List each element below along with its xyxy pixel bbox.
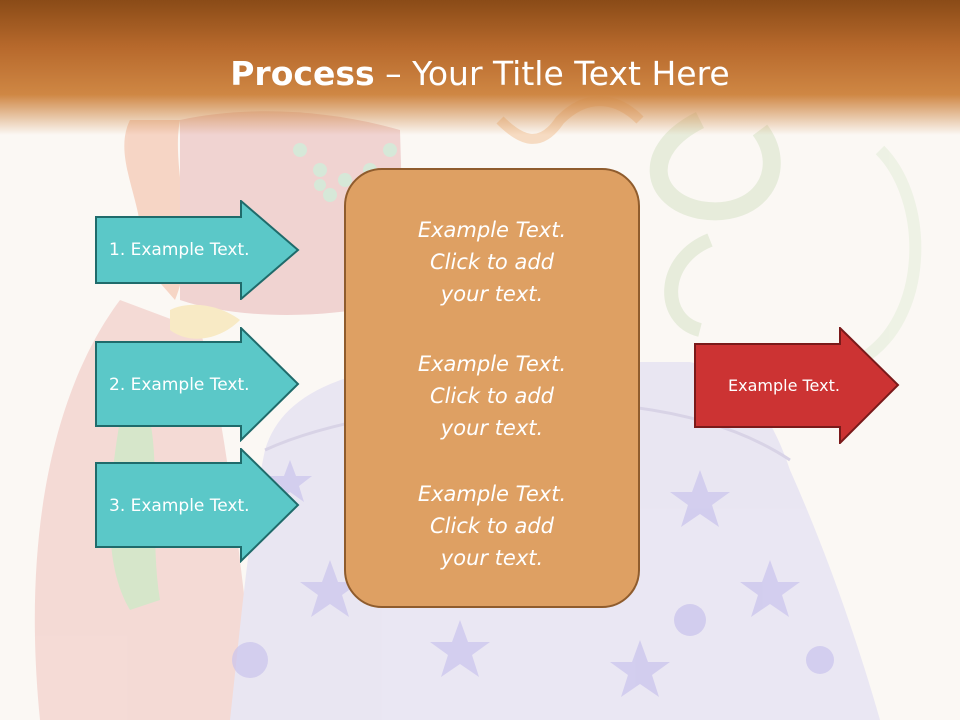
- center-content-box[interactable]: Example Text. Click to add your text. Ex…: [344, 168, 640, 608]
- step-arrow-2[interactable]: 2. Example Text.: [95, 327, 300, 442]
- block-line: Click to add: [429, 384, 554, 408]
- center-text-block-2: Example Text. Click to add your text.: [346, 348, 638, 444]
- block-line: your text.: [440, 416, 544, 440]
- output-label: Example Text.: [728, 376, 840, 395]
- arrow-shape: [95, 200, 300, 300]
- step-label-2: 2. Example Text.: [109, 374, 250, 395]
- step-label-3: 3. Example Text.: [109, 495, 250, 516]
- arrow-shape: [694, 327, 900, 444]
- step-arrow-3[interactable]: 3. Example Text.: [95, 448, 300, 563]
- block-line: Example Text.: [417, 218, 567, 242]
- step-label-1: 1. Example Text.: [109, 240, 250, 260]
- title-rest: – Your Title Text Here: [374, 54, 730, 93]
- block-line: Example Text.: [417, 352, 567, 376]
- output-arrow[interactable]: Example Text.: [694, 327, 900, 444]
- slide-title: Process – Your Title Text Here: [0, 52, 960, 96]
- block-line: Click to add: [429, 250, 554, 274]
- title-bold: Process: [230, 54, 375, 93]
- arrow-shape: [95, 327, 300, 442]
- block-line: Click to add: [429, 514, 554, 538]
- block-line: your text.: [440, 546, 544, 570]
- step-arrow-1[interactable]: 1. Example Text.: [95, 200, 300, 300]
- center-text-block-3: Example Text. Click to add your text.: [346, 478, 638, 574]
- header-band: [0, 0, 960, 135]
- center-text-block-1: Example Text. Click to add your text.: [346, 214, 638, 310]
- arrow-shape: [95, 448, 300, 563]
- block-line: Example Text.: [417, 482, 567, 506]
- block-line: your text.: [440, 282, 544, 306]
